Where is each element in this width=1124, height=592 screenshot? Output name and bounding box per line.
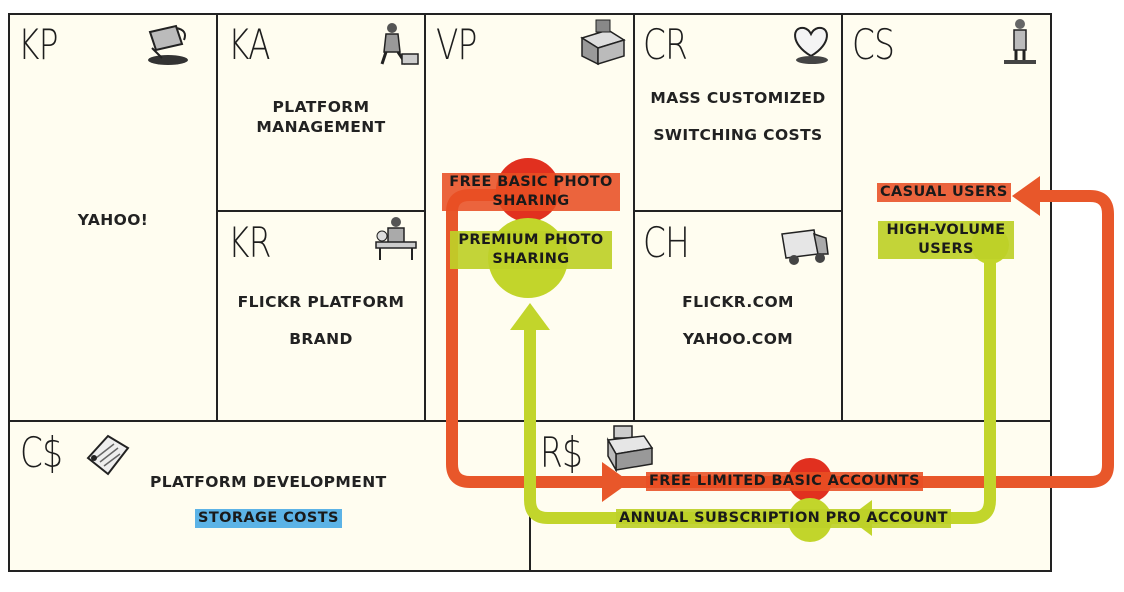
kr-item-brand: BRAND	[289, 330, 353, 348]
key-partners-block	[8, 13, 218, 422]
gift-box-icon	[580, 19, 626, 66]
cr-item-switching-costs: SWITCHING COSTS	[653, 126, 823, 144]
standing-person-icon	[1004, 19, 1036, 64]
kp-code: KP	[18, 20, 58, 69]
kr-item-flickr-platform: FLICKR PLATFORM	[237, 293, 405, 311]
cs-code: CS	[852, 20, 895, 69]
worker-icon	[380, 23, 419, 65]
truck-icon	[781, 229, 829, 265]
vp-code: VP	[436, 20, 477, 69]
person-at-desk-icon	[375, 217, 417, 260]
vp-item-premium-photo-sharing: PREMIUM PHOTO SHARING	[450, 231, 612, 269]
rev-item-annual-subscription-pro-account: ANNUAL SUBSCRIPTION PRO ACCOUNT	[616, 509, 951, 528]
cost-item-storage-costs: STORAGE COSTS	[195, 509, 342, 528]
cash-register-icon	[606, 425, 654, 472]
pouring-jug-icon	[148, 24, 188, 65]
cost-structure-block	[8, 420, 531, 572]
cost-item-platform-development: PLATFORM DEVELOPMENT	[150, 473, 387, 491]
value-propositions-block	[424, 13, 635, 422]
cs-item-casual-users: CASUAL USERS	[877, 183, 1011, 202]
ch-code: CH	[643, 218, 690, 267]
ch-item-yahoo-com: YAHOO.COM	[682, 330, 794, 348]
rev-code: R$	[540, 428, 583, 477]
ka-code: KA	[228, 20, 271, 69]
kp-item-yahoo: YAHOO!	[77, 211, 149, 229]
cr-item-mass-customized: MASS CUSTOMIZED	[650, 89, 826, 107]
rev-item-free-limited-basic-accounts: FREE LIMITED BASIC ACCOUNTS	[646, 472, 923, 491]
heart-icon	[794, 26, 828, 64]
price-tag-icon	[86, 434, 130, 476]
cost-code: C$	[20, 428, 63, 477]
ka-item-platform-management: PLATFORM MANAGEMENT	[256, 98, 386, 136]
customer-segments-block	[841, 13, 1052, 422]
kr-code: KR	[228, 218, 271, 267]
cs-item-high-volume-users: HIGH-VOLUME USERS	[878, 221, 1014, 259]
cr-code: CR	[643, 20, 688, 69]
ch-item-flickr-com: FLICKR.COM	[682, 293, 794, 311]
vp-item-free-basic-photo-sharing: FREE BASIC PHOTO SHARING	[442, 173, 620, 211]
